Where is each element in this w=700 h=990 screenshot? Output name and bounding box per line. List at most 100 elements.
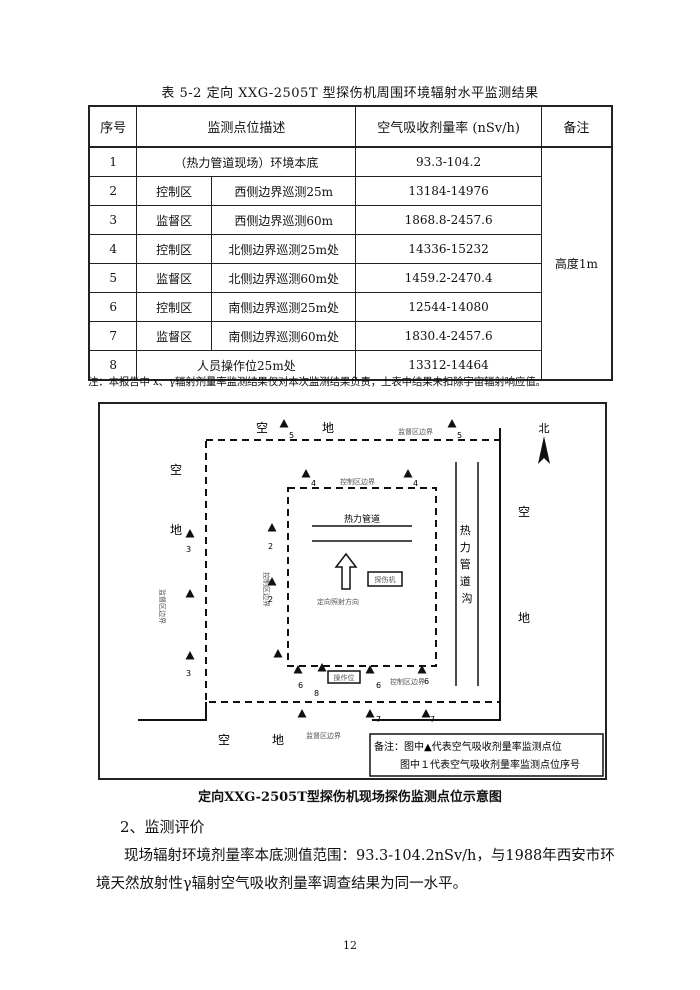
point-number: 8 <box>314 689 319 698</box>
operator-box <box>327 670 361 684</box>
supervised-boundary-line <box>205 439 501 703</box>
point-number: 2 <box>268 595 273 604</box>
table-row: 2 控制区 西侧边界巡测25m 13184-14976 <box>88 176 612 206</box>
empty-land-label: 空 <box>218 733 230 747</box>
monitoring-point-icon <box>447 419 457 428</box>
empty-land-label: 地 <box>322 421 334 435</box>
figure-caption: 定向XXG-2505T型探伤机现场探伤监测点位示意图 <box>198 790 502 805</box>
direction-arrow-icon <box>334 552 358 590</box>
table-note: 注：本报告中 x、γ辐射剂量率监测结果仅对本次监测结果负责，上表中结果未扣除宇宙… <box>88 376 546 388</box>
cell-rate: 14336-15232 <box>355 234 542 264</box>
road-line <box>138 702 207 721</box>
cell-loc: 北侧边界巡测60m处 <box>211 263 357 293</box>
cell-area: 控制区 <box>136 234 213 264</box>
cell-area: 监督区 <box>136 205 213 235</box>
boundary-label: 控制区边界 <box>262 572 271 607</box>
table-row: 1 （热力管道现场）环境本底 93.3-104.2 高度1m <box>88 146 613 381</box>
cell-loc: 西侧边界巡测60m <box>211 205 357 235</box>
operator-label: 操作位 <box>334 673 355 682</box>
cell-no: 3 <box>88 205 138 235</box>
table-caption: 表 5-2 定向 XXG-2505T 型探伤机周围环境辐射水平监测结果 <box>161 86 539 101</box>
legend-line: 图中１代表空气吸收剂量率监测点位序号 <box>400 758 580 771</box>
point-number: 5 <box>289 431 294 440</box>
empty-land-label: 地 <box>272 733 284 747</box>
monitoring-point-icon <box>317 663 327 672</box>
empty-land-label: 地 <box>170 523 182 537</box>
monitoring-point-icon <box>185 589 195 598</box>
evaluation-paragraph: 现场辐射环境剂量率本底测值范围：93.3-104.2nSv/h，与1988年西安… <box>96 848 615 892</box>
empty-land-label: 空 <box>256 421 268 435</box>
boundary-label: 控制区边界 <box>340 477 375 486</box>
point-number: 2 <box>268 542 273 551</box>
point-number: 4 <box>413 479 418 488</box>
page-number: 12 <box>343 939 357 952</box>
road-line <box>372 428 501 721</box>
table-row: 3 监督区 西侧边界巡测60m 1868.8-2457.6 <box>88 205 612 235</box>
cell-no: 4 <box>88 234 138 264</box>
cell-area: 监督区 <box>136 263 213 293</box>
point-number: 3 <box>186 545 191 554</box>
cell-desc: （热力管道现场）环境本底 <box>136 146 357 177</box>
empty-land-label: 空 <box>518 505 530 519</box>
boundary-label: 监督区边界 <box>158 589 167 624</box>
point-number: 6 <box>424 677 429 686</box>
results-table: 序号 监测点位描述 空气吸收剂量率 (nSv/h) 备注 1 （热力管道现场）环… <box>88 105 613 381</box>
section-heading: 2、监测评价 <box>120 818 205 836</box>
cell-rate: 1868.8-2457.6 <box>355 205 542 235</box>
legend-box <box>369 733 604 777</box>
header-rate: 空气吸收剂量率 (nSv/h) <box>355 105 542 148</box>
point-number: 7 <box>430 715 435 724</box>
header-desc: 监测点位描述 <box>136 105 357 148</box>
table-row: 7 监督区 南侧边界巡测60m处 1830.4-2457.6 <box>88 321 612 351</box>
cell-area: 控制区 <box>136 176 213 206</box>
point-number: 5 <box>457 431 462 440</box>
cell-loc: 南侧边界巡测25m处 <box>211 292 357 322</box>
cell-area: 控制区 <box>136 292 213 322</box>
point-number: 6 <box>298 681 303 690</box>
cell-rate: 12544-14080 <box>355 292 542 322</box>
cell-loc: 北侧边界巡测25m处 <box>211 234 357 264</box>
boundary-label: 监督区边界 <box>306 731 341 740</box>
cell-rate: 1830.4-2457.6 <box>355 321 542 351</box>
empty-land-label: 空 <box>170 463 182 477</box>
cell-rate: 93.3-104.2 <box>355 146 542 177</box>
cell-no: 5 <box>88 263 138 293</box>
monitoring-point-icon <box>403 469 413 478</box>
north-arrow-icon <box>538 436 550 464</box>
cell-loc: 西侧边界巡测25m <box>211 176 357 206</box>
table-row: 4 控制区 北侧边界巡测25m处 14336-15232 <box>88 234 612 264</box>
boundary-label: 控制区边界 <box>390 677 425 686</box>
cell-rate: 13312-14464 <box>355 350 542 381</box>
monitoring-point-icon <box>297 709 307 718</box>
cell-no: 7 <box>88 321 138 351</box>
detector-label: 探伤机 <box>375 575 396 584</box>
point-number: 6 <box>376 681 381 690</box>
pipe-label: 热力管道 <box>344 513 380 525</box>
cell-rate: 13184-14976 <box>355 176 542 206</box>
header-remark: 备注 <box>540 105 613 148</box>
table-row: 6 控制区 南侧边界巡测25m处 12544-14080 <box>88 292 612 322</box>
cell-remark: 高度1m <box>540 146 613 381</box>
boundary-label: 监督区边界 <box>398 427 433 436</box>
north-label: 北 <box>539 422 550 435</box>
point-number: 3 <box>186 669 191 678</box>
point-number: 4 <box>311 479 316 488</box>
monitoring-point-icon <box>279 419 289 428</box>
diagram-svg: 热力管道 热 力 管 道 沟 定向照射方向 探伤机 操作位 北 空 地 空 地 … <box>138 419 604 777</box>
monitoring-point-icon <box>273 649 283 658</box>
control-boundary-line <box>287 487 437 667</box>
cell-no: 6 <box>88 292 138 322</box>
cell-rate: 1459.2-2470.4 <box>355 263 542 293</box>
header-no: 序号 <box>88 105 138 148</box>
cell-no: 1 <box>88 146 138 177</box>
monitoring-diagram: 热力管道 热 力 管 道 沟 定向照射方向 探伤机 操作位 北 空 地 空 地 … <box>98 402 607 780</box>
detector-box <box>367 571 403 587</box>
direction-label: 定向照射方向 <box>317 597 359 606</box>
cell-area: 监督区 <box>136 321 213 351</box>
monitoring-point-icon <box>185 529 195 538</box>
monitoring-point-icon <box>267 523 277 532</box>
point-number: 7 <box>376 715 381 724</box>
cell-no: 2 <box>88 176 138 206</box>
table-row: 8 人员操作位25m处 13312-14464 <box>88 350 612 381</box>
table-row: 5 监督区 北侧边界巡测60m处 1459.2-2470.4 <box>88 263 612 293</box>
